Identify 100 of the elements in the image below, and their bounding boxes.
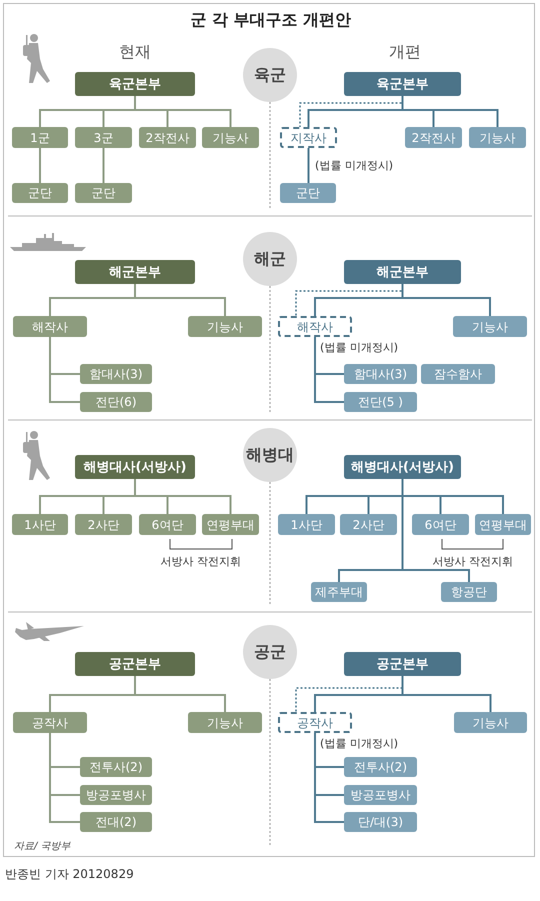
headquarters-box <box>344 72 461 96</box>
unit-name: 함대사(3) <box>90 368 142 380</box>
unit-name: 기능사 <box>212 132 248 144</box>
unit-box <box>80 812 152 832</box>
unit-name: 군단 <box>28 187 52 199</box>
unit-name: 1군 <box>30 132 50 144</box>
connector-line <box>102 148 104 183</box>
unit-name: 기능사 <box>472 320 508 332</box>
unit-name: 6여단 <box>424 518 456 530</box>
headquarters-box <box>75 260 195 284</box>
headquarters-box <box>344 652 461 676</box>
unit-name: 해작사 <box>297 320 333 332</box>
unit-name: 지작사 <box>290 132 326 144</box>
connector-line <box>314 337 344 403</box>
unit-box <box>405 127 462 148</box>
unit-box <box>454 712 527 733</box>
bracket-label: 서방사 작전지휘 <box>432 556 513 567</box>
column-heading: 개편 <box>389 44 421 60</box>
unit-box <box>202 514 259 535</box>
unit-box <box>12 127 68 148</box>
unit-box <box>75 514 132 535</box>
unit-name: 공군본부 <box>109 658 161 670</box>
dashed-unit-box <box>280 127 337 148</box>
connector-line <box>134 479 232 514</box>
unit-name: 1사단 <box>24 518 56 530</box>
unit-name: 기능사 <box>480 132 516 144</box>
unit-name: 해군본부 <box>376 266 428 278</box>
connector-line <box>49 733 80 823</box>
column-heading: 현재 <box>119 44 151 60</box>
unit-box <box>80 785 152 805</box>
unit-box <box>12 183 68 203</box>
annotation-text: (법률 미개정시) <box>320 342 398 353</box>
unit-name: 공작사 <box>32 716 68 728</box>
unit-name: 전단(6) <box>96 396 136 408</box>
unit-name: 전투사(2) <box>354 761 407 773</box>
unit-box <box>344 364 417 384</box>
unit-box <box>13 712 87 733</box>
unit-name: 해군본부 <box>109 266 161 278</box>
connector-line <box>134 676 226 712</box>
connector-line <box>49 337 80 403</box>
unit-name: 2작전사 <box>412 132 456 144</box>
unit-name: 전단(5 ) <box>358 396 403 408</box>
unit-name: 해작사 <box>32 320 68 332</box>
unit-name: 공작사 <box>297 716 333 728</box>
unit-name: 기능사 <box>207 320 243 332</box>
connector-line <box>308 148 310 183</box>
branch-name: 공군 <box>254 644 286 660</box>
unit-box <box>80 757 152 777</box>
unit-box <box>340 514 397 535</box>
unit-box <box>75 183 132 203</box>
unit-name: 방공포병사 <box>86 789 146 801</box>
annotation-text: (법률 미개정시) <box>320 738 398 749</box>
unit-name: 항공단 <box>451 586 487 598</box>
unit-box <box>75 127 132 148</box>
dashed-unit-box <box>278 712 352 733</box>
branch-name: 해군 <box>254 251 286 267</box>
unit-name: 2사단 <box>352 518 384 530</box>
headquarters-box <box>75 72 195 96</box>
unit-box <box>188 712 262 733</box>
unit-box <box>344 785 417 805</box>
unit-box <box>453 316 527 337</box>
connector-line <box>402 284 491 316</box>
unit-box <box>278 514 335 535</box>
unit-name: 군단 <box>296 187 320 199</box>
headquarters-box <box>344 455 461 479</box>
branch-name: 육군 <box>254 67 286 83</box>
unit-name: 육군본부 <box>109 78 161 90</box>
unit-name: 기능사 <box>207 716 243 728</box>
unit-name: 방공포병사 <box>350 789 410 801</box>
unit-name: 전대(2) <box>96 816 136 828</box>
unit-name: 2작전사 <box>146 132 190 144</box>
unit-name: 단/대(3) <box>358 816 404 828</box>
unit-name: 제주부대 <box>315 586 363 598</box>
unit-name: 공군본부 <box>376 658 428 670</box>
byline: 반종빈 기자 20120829 <box>5 868 134 880</box>
unit-name: 함대사(3) <box>354 368 407 380</box>
title: 군 각 부대구조 개편안 <box>190 12 352 28</box>
connector-line <box>134 96 232 127</box>
unit-box <box>280 183 336 203</box>
unit-box <box>80 392 152 412</box>
unit-name: 1사단 <box>290 518 322 530</box>
unit-name: 연평부대 <box>479 518 527 530</box>
bracket-label: 서방사 작전지휘 <box>160 556 241 567</box>
unit-name: 육군본부 <box>376 78 428 90</box>
connector-line <box>134 284 226 316</box>
unit-box <box>412 514 469 535</box>
unit-box <box>13 316 87 337</box>
connector-line <box>39 148 41 183</box>
connector-line <box>402 96 498 127</box>
unit-name: 해병대사(서방사) <box>84 460 186 474</box>
unit-name: 기능사 <box>472 716 508 728</box>
unit-box <box>421 364 495 384</box>
annotation-text: (법률 미개정시) <box>315 160 394 171</box>
headquarters-box <box>75 652 195 676</box>
headquarters-box <box>344 260 461 284</box>
unit-box <box>12 514 68 535</box>
unit-box <box>188 316 262 337</box>
unit-name: 잠수함사 <box>434 368 482 380</box>
unit-name: 해병대사(서방사) <box>351 460 454 474</box>
unit-box <box>202 127 259 148</box>
